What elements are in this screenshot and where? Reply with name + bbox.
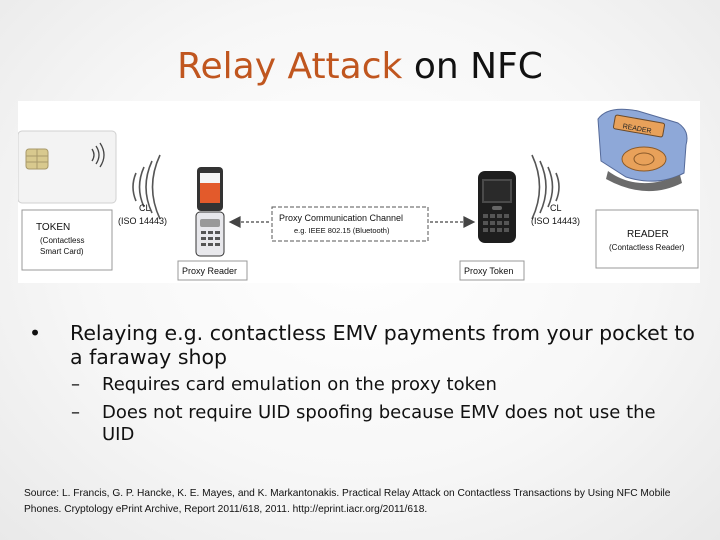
iso-left-label: (ISO 14443) xyxy=(118,216,167,226)
contactless-reader-icon: READER xyxy=(597,108,688,192)
token-title: TOKEN xyxy=(36,222,70,233)
signal-waves-right-icon xyxy=(531,154,560,220)
reader-title: READER xyxy=(627,229,669,240)
proxy-token-box xyxy=(459,260,525,281)
iso-right-label: (ISO 14443) xyxy=(531,216,580,226)
proxy-token-label: Proxy Token xyxy=(464,266,513,276)
diagram-svg: TOKEN (Contactless Smart Card) CL (ISO 1… xyxy=(18,108,699,281)
relay-arrow xyxy=(228,216,476,228)
cl-right-label: CL xyxy=(550,203,562,213)
relay-attack-diagram: TOKEN (Contactless Smart Card) CL (ISO 1… xyxy=(18,101,700,283)
sub-bullet-1-text: Requires card emulation on the proxy tok… xyxy=(102,374,497,395)
dash-marker: – xyxy=(71,402,80,423)
signal-waves-left-icon xyxy=(132,154,161,220)
reader-sub: (Contactless Reader) xyxy=(609,243,685,252)
channel-title: Proxy Communication Channel xyxy=(279,213,403,223)
proxy-reader-box xyxy=(177,260,248,281)
title-rest: on NFC xyxy=(402,46,543,87)
slide-title: Relay Attack on NFC xyxy=(0,44,720,90)
channel-sub: e.g. IEEE 802.15 (Bluetooth) xyxy=(294,226,390,235)
sub-bullet-2-text: Does not require UID spoofing because EM… xyxy=(102,402,656,445)
dash-marker: – xyxy=(71,374,80,395)
nokia-phone-icon xyxy=(195,167,225,257)
reader-device-label: READER xyxy=(622,123,652,135)
bullet-1-text: Relaying e.g. contactless EMV payments f… xyxy=(70,321,695,369)
contactless-card-icon xyxy=(18,130,117,204)
title-accent: Relay Attack xyxy=(177,46,403,87)
token-sub2: Smart Card) xyxy=(40,247,84,256)
blackberry-phone-icon xyxy=(478,171,516,243)
channel-box xyxy=(271,206,429,242)
cl-left-label: CL xyxy=(139,203,151,213)
token-box xyxy=(21,209,113,271)
bullet-marker: • xyxy=(29,321,42,345)
token-sub1: (Contactless xyxy=(40,236,84,245)
proxy-reader-label: Proxy Reader xyxy=(182,266,237,276)
reader-box xyxy=(595,209,699,269)
source-citation: Source: L. Francis, G. P. Hancke, K. E. … xyxy=(24,488,671,515)
